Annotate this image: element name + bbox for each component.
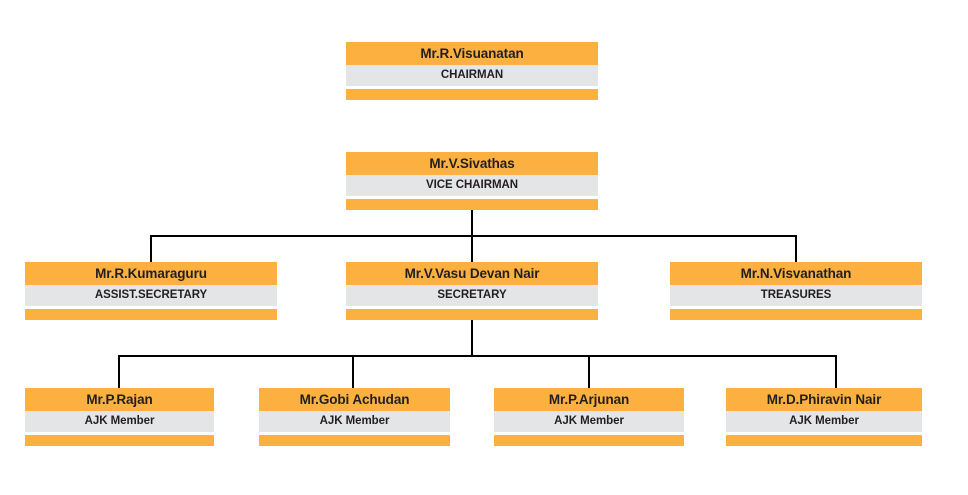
org-node-footer-bar <box>346 89 598 100</box>
org-node-role: AJK Member <box>259 411 450 432</box>
org-node-divider <box>346 86 598 89</box>
org-node-role: AJK Member <box>25 411 214 432</box>
org-node-divider <box>346 306 598 309</box>
org-node-footer-bar <box>25 435 214 446</box>
org-node-chairman[interactable]: Mr.R.Visuanatan CHAIRMAN <box>346 42 598 100</box>
org-node-footer-bar <box>25 309 277 320</box>
connector-vertical-to-assist-secretary <box>150 235 152 262</box>
org-node-footer-bar <box>670 309 922 320</box>
org-node-name: Mr.R.Visuanatan <box>346 42 598 65</box>
org-node-divider <box>259 432 450 435</box>
org-node-ajk-member-1[interactable]: Mr.P.Rajan AJK Member <box>25 388 214 446</box>
org-node-footer-bar <box>259 435 450 446</box>
connector-horizontal-bus-level3 <box>150 235 797 237</box>
org-node-footer-bar <box>346 199 598 210</box>
org-node-role: TREASURES <box>670 285 922 306</box>
connector-vertical-to-treasures <box>795 235 797 262</box>
org-node-name: Mr.Gobi Achudan <box>259 388 450 411</box>
connector-vertical-to-ajk-member-2 <box>352 355 354 388</box>
org-node-secretary[interactable]: Mr.V.Vasu Devan Nair SECRETARY <box>346 262 598 320</box>
org-node-divider <box>670 306 922 309</box>
org-node-divider <box>346 196 598 199</box>
org-node-divider <box>25 432 214 435</box>
connector-vertical-to-ajk-member-3 <box>588 355 590 388</box>
org-node-assist-secretary[interactable]: Mr.R.Kumaraguru ASSIST.SECRETARY <box>25 262 277 320</box>
org-node-role: VICE CHAIRMAN <box>346 175 598 196</box>
org-node-name: Mr.P.Rajan <box>25 388 214 411</box>
connector-vertical-secretary-to-bus <box>471 320 473 356</box>
org-node-name: Mr.D.Phiravin Nair <box>726 388 922 411</box>
org-node-footer-bar <box>346 309 598 320</box>
org-node-divider <box>494 432 684 435</box>
org-node-role: AJK Member <box>494 411 684 432</box>
org-node-name: Mr.N.Visvanathan <box>670 262 922 285</box>
org-node-role: CHAIRMAN <box>346 65 598 86</box>
org-node-treasures[interactable]: Mr.N.Visvanathan TREASURES <box>670 262 922 320</box>
connector-horizontal-bus-level4 <box>118 355 837 357</box>
org-node-footer-bar <box>494 435 684 446</box>
org-node-role: AJK Member <box>726 411 922 432</box>
connector-vertical-to-ajk-member-4 <box>835 355 837 388</box>
org-node-role: ASSIST.SECRETARY <box>25 285 277 306</box>
org-node-vice-chairman[interactable]: Mr.V.Sivathas VICE CHAIRMAN <box>346 152 598 210</box>
org-node-role: SECRETARY <box>346 285 598 306</box>
org-node-footer-bar <box>726 435 922 446</box>
org-node-ajk-member-3[interactable]: Mr.P.Arjunan AJK Member <box>494 388 684 446</box>
org-node-divider <box>726 432 922 435</box>
org-node-name: Mr.R.Kumaraguru <box>25 262 277 285</box>
org-node-ajk-member-2[interactable]: Mr.Gobi Achudan AJK Member <box>259 388 450 446</box>
connector-vertical-to-ajk-member-1 <box>118 355 120 388</box>
org-node-name: Mr.V.Vasu Devan Nair <box>346 262 598 285</box>
org-node-ajk-member-4[interactable]: Mr.D.Phiravin Nair AJK Member <box>726 388 922 446</box>
org-node-divider <box>25 306 277 309</box>
org-node-name: Mr.V.Sivathas <box>346 152 598 175</box>
org-node-name: Mr.P.Arjunan <box>494 388 684 411</box>
